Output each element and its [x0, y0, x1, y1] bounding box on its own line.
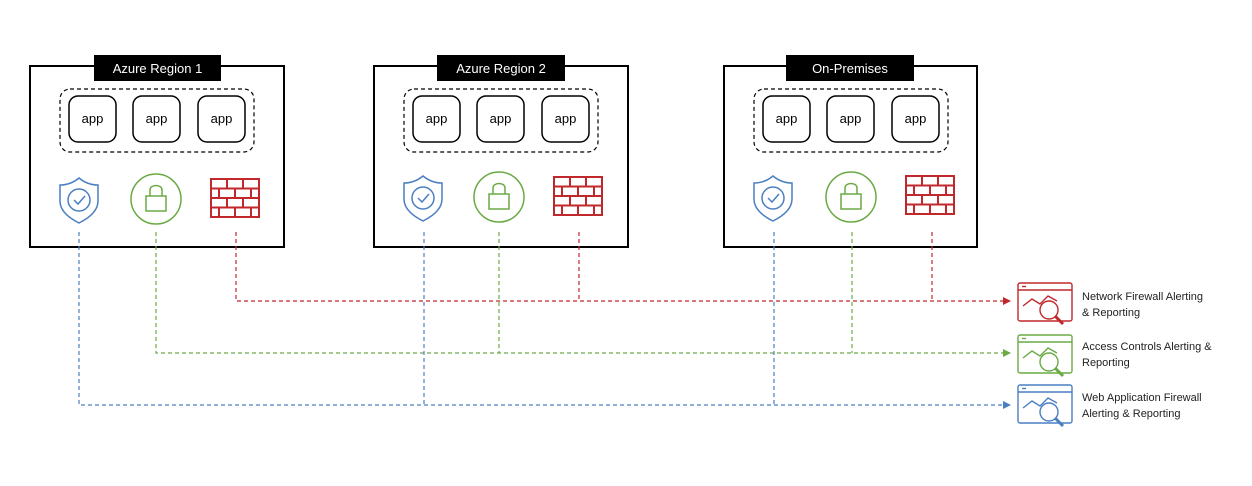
- region-label-bg: [786, 55, 914, 81]
- region-azure-region-1: Azure Region 1 app app app: [29, 55, 285, 248]
- app-group: [59, 88, 255, 153]
- region-label-bg: [437, 55, 565, 81]
- region-box: [373, 65, 629, 248]
- app-label: app: [146, 111, 168, 126]
- app-label: app: [82, 111, 104, 126]
- app-label: app: [776, 111, 798, 126]
- waf-connector: [78, 232, 1011, 409]
- access-connector: [155, 232, 1011, 357]
- output-access-controls: Access Controls Alerting & Reporting: [1082, 341, 1212, 369]
- output-web-application-firewall: Web Application Firewall Alerting & Repo…: [1082, 392, 1202, 420]
- region-box: [29, 65, 285, 248]
- region-azure-region-2: Azure Region 2 app app app: [373, 55, 629, 248]
- app-box: [476, 95, 525, 143]
- output-label-line: & Reporting: [1082, 307, 1140, 319]
- firewall-connector: [235, 232, 1011, 305]
- region-on-premises: On-Premises app app app: [723, 55, 978, 248]
- app-box: [132, 95, 181, 143]
- region-label: On-Premises: [812, 61, 888, 76]
- app-label: app: [490, 111, 512, 126]
- waf-report-icon: [1017, 384, 1073, 428]
- app-box: [541, 95, 590, 143]
- output-label-line: Web Application Firewall: [1082, 392, 1202, 404]
- app-box: [412, 95, 461, 143]
- app-box: [762, 95, 811, 143]
- app-label: app: [211, 111, 233, 126]
- app-box: [68, 95, 117, 143]
- connectors: [78, 232, 1011, 409]
- output-network-firewall: Network Firewall Alerting & Reporting: [1082, 291, 1203, 319]
- app-label: app: [426, 111, 448, 126]
- output-label-line: Reporting: [1082, 357, 1130, 369]
- region-label: Azure Region 1: [113, 61, 203, 76]
- output-label-line: Alerting & Reporting: [1082, 408, 1180, 420]
- output-label-line: Access Controls Alerting &: [1082, 341, 1212, 353]
- app-label: app: [905, 111, 927, 126]
- access-report-icon: [1017, 334, 1073, 378]
- region-label-bg: [94, 55, 221, 81]
- region-box: [723, 65, 978, 248]
- app-box: [891, 95, 940, 143]
- output-label-line: Network Firewall Alerting: [1082, 291, 1203, 303]
- app-group: [753, 88, 949, 153]
- region-label: Azure Region 2: [456, 61, 546, 76]
- app-box: [826, 95, 875, 143]
- app-label: app: [840, 111, 862, 126]
- app-box: [197, 95, 246, 143]
- app-group: [403, 88, 599, 153]
- firewall-report-icon: [1017, 282, 1073, 326]
- app-label: app: [555, 111, 577, 126]
